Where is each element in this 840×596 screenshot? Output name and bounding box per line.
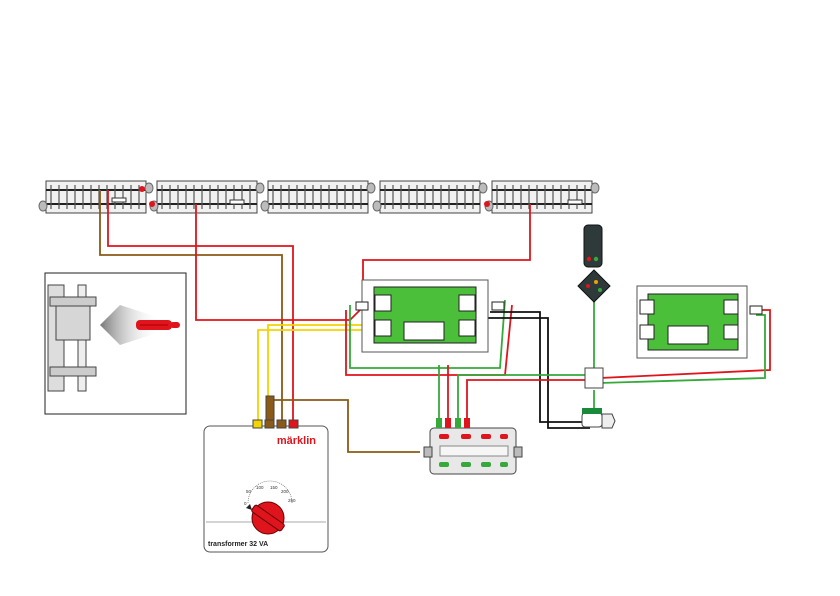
tick-50: 50 (246, 489, 252, 494)
transformer: märklin transformer 32 VA 0 50 100 150 2… (204, 396, 328, 552)
tick-150: 150 (270, 485, 278, 490)
switch-controller (424, 418, 522, 474)
control-module-1 (356, 280, 504, 352)
tick-100: 100 (256, 485, 264, 490)
brand-logo: märklin (277, 435, 316, 447)
transformer-label: transformer 32 VA (208, 541, 268, 548)
plug-detail-inset (45, 273, 186, 414)
control-module-2 (637, 286, 762, 358)
color-light-signal-icon (578, 225, 615, 428)
